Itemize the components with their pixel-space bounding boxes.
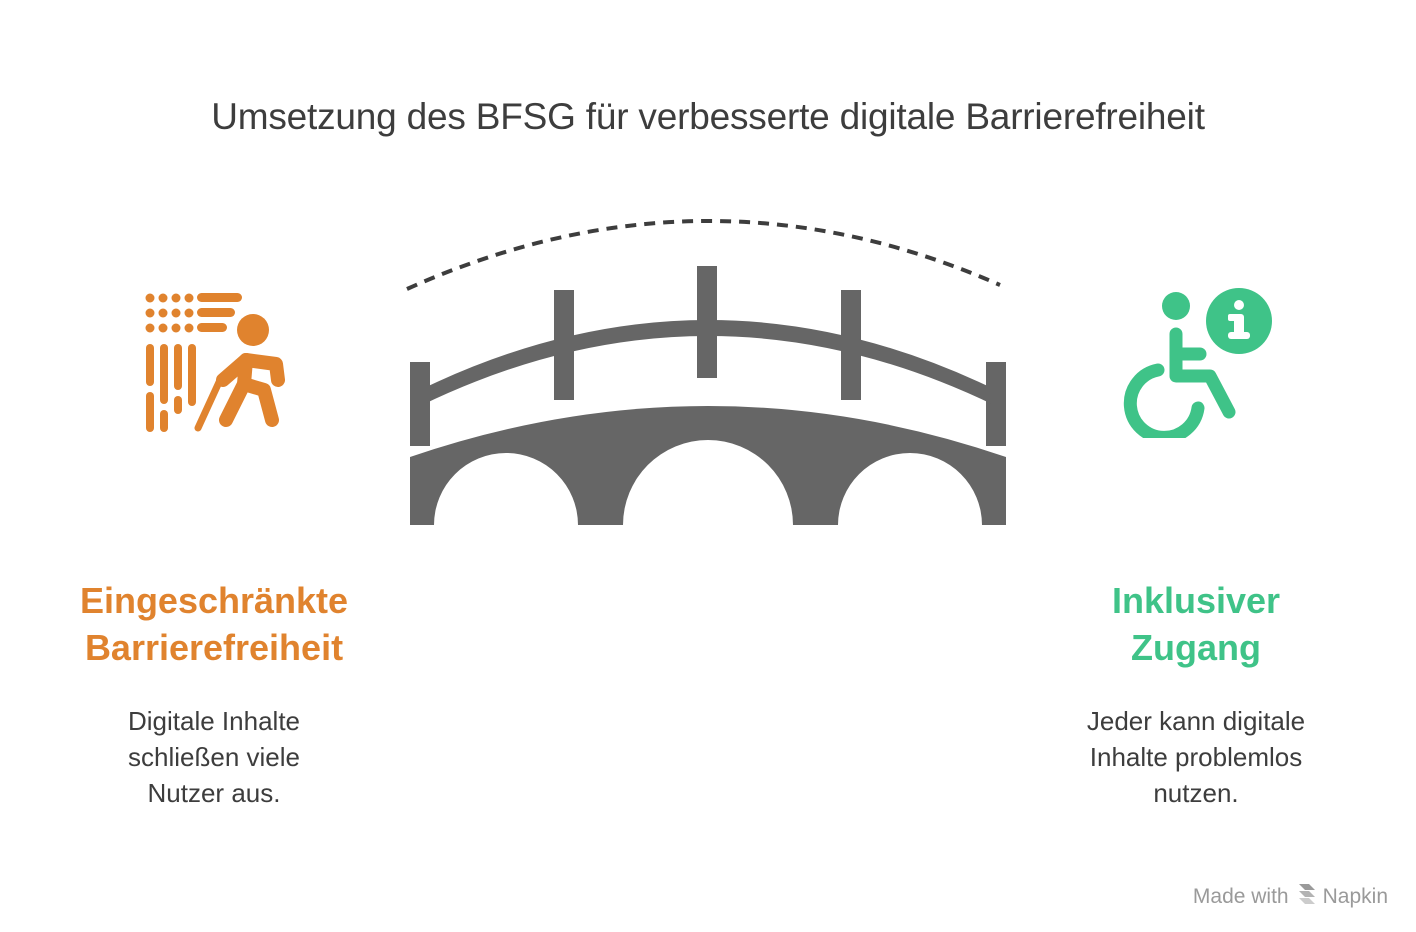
diagram-title: Umsetzung des BFSG für verbesserte digit… xyxy=(211,96,1205,137)
wheelchair-info-icon xyxy=(1122,288,1277,444)
left-heading-line: Barrierefreiheit xyxy=(84,627,344,668)
right-description-line: nutzen. xyxy=(1153,778,1239,808)
napkin-watermark[interactable]: Made with Napkin xyxy=(1193,882,1388,912)
napkin-brand-label: Napkin xyxy=(1322,885,1388,908)
left-heading-line: Eingeschränkte xyxy=(79,580,349,621)
left-description-line: schließen viele xyxy=(128,742,300,772)
left-description-line: Digitale Inhalte xyxy=(128,706,300,736)
right-description-line: Jeder kann digitale xyxy=(1086,706,1306,736)
right-heading-line: Zugang xyxy=(1131,627,1261,668)
dashed-arc xyxy=(406,219,1001,291)
left-description: Digitale Inhalte schließen viele Nutzer … xyxy=(54,703,374,811)
right-description: Jeder kann digitale Inhalte problemlos n… xyxy=(1036,703,1356,811)
left-description-line: Nutzer aus. xyxy=(147,778,281,808)
right-heading: Inklusiver Zugang xyxy=(1006,577,1386,671)
blind-person-braille-icon xyxy=(140,288,290,441)
right-description-line: Inhalte problemlos xyxy=(1089,742,1303,772)
bridge-icon xyxy=(400,205,1010,535)
right-heading-line: Inklusiver xyxy=(1111,580,1281,621)
made-with-label: Made with xyxy=(1192,885,1289,908)
left-heading: Eingeschränkte Barrierefreiheit xyxy=(24,577,404,671)
napkin-logo-icon xyxy=(1297,882,1317,912)
